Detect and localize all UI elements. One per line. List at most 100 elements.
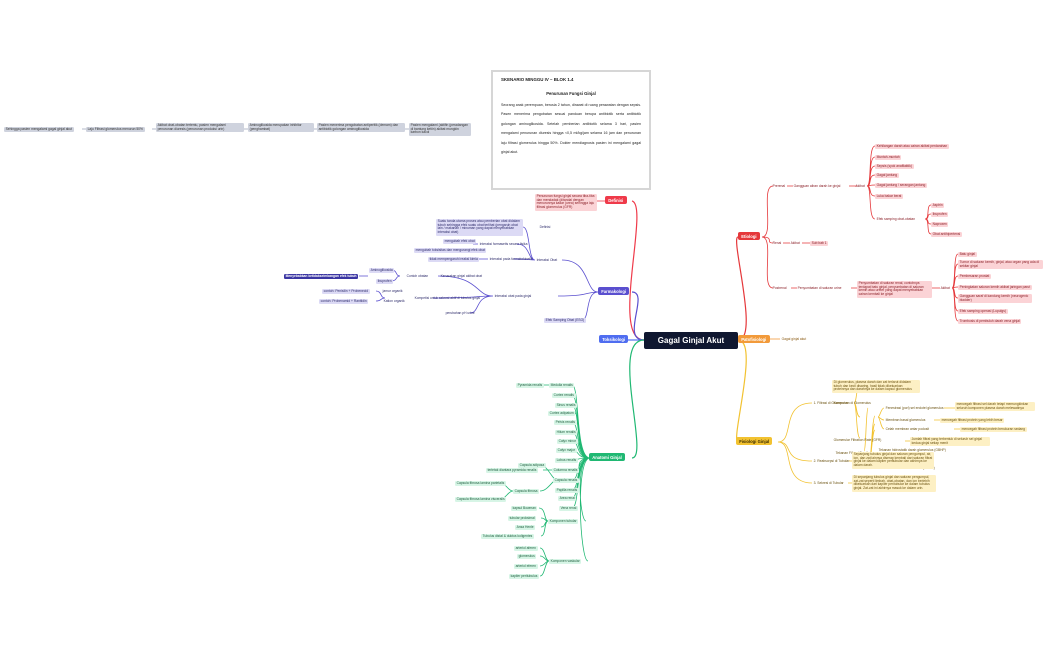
prerenal-item-6[interactable]: Luka bakar berat [875,193,903,200]
chain-node-2[interactable]: Pasien menerima pengobatan antiperitik (… [317,123,405,132]
efek-samping-eso[interactable]: Efek Samping Obat (ESO) [544,317,586,324]
komponen-desc-1[interactable]: mencegah filtrasi sel darah tetapi memun… [955,402,1035,411]
etiologi-prerenal-cause[interactable]: Gangguan aliran darah ke ginjal [793,183,841,188]
branch-farmakologi[interactable]: Farmakologi [598,287,630,296]
chain-node-6[interactable]: Sehingga pasien mengalami gagal ginjal a… [4,126,74,133]
chain-node-5[interactable]: Laju Filtrasi glomerulus menurun 50% [86,126,145,133]
kompetisi-jamur-organik[interactable]: jamur organik [382,288,403,293]
tubular-bowman[interactable]: kapsul Bowman [511,505,538,512]
branch-anatomi[interactable]: Anatomi Ginjal [589,453,625,462]
gfr-desc[interactable]: Jumlah filtrat yang terbentuk di seluruh… [910,437,990,446]
etiologi-prerenal[interactable]: Prerenal [772,183,786,188]
definisi-text[interactable]: Penurunan fungsi ginjal secara tiba-tiba… [535,194,597,211]
chain-node-3[interactable]: Aminoglikosida merupakan inhibitor (peng… [248,123,314,132]
branch-etiologi[interactable]: Etiologi [738,232,760,241]
komponen-desc-3[interactable]: mencegah filtrasi protein berukuran seda… [960,426,1027,433]
kompetisi-kation-organik[interactable]: Kation organik [383,298,405,303]
postrenal-item-4[interactable]: Peningkatan saluran kemih akibat jaringa… [958,284,1032,291]
postrenal-item-3[interactable]: Pembesaran prostat [958,273,991,280]
patofisiologi-text[interactable]: Gagal ginjal akut [781,336,807,341]
interaksi-ginjal[interactable]: Interaksi obat pada ginjal [494,293,532,298]
chain-node-4[interactable]: Akibat obat-obatan tertentu, pasien meng… [156,123,244,132]
anatomi-tubular[interactable]: Komponen tubular [548,518,579,525]
vaskular-glomerulus[interactable]: glomerulus [517,553,537,560]
fisiologi-filtrasi[interactable]: 1. Filtrasi di Glomerulus [813,400,849,405]
komponen-membran-basal[interactable]: Membran basal glomerulus [885,417,926,422]
efek-item-ibuprofen[interactable]: Ibuprofen [931,211,949,218]
contoh-ibuprofen[interactable]: Ibuprofen [376,278,394,285]
vaskular-peritubulus[interactable]: kapiler peritubulus [509,573,539,580]
central-topic[interactable]: Gagal Ginjal Akut [644,332,738,349]
efek-item-antihipertensi[interactable]: Obat antihipertensi [931,231,962,238]
efek-item-naproxen[interactable]: Naproxen [931,221,949,228]
fibrosa-parietalis[interactable]: Capsula fibrosa lamina parietalis [455,480,506,487]
etiologi-prerenal-akibat[interactable]: Akibat [855,183,865,188]
anatomi-medulla[interactable]: Medulla renalis [549,382,575,389]
branch-fisiologi[interactable]: Fisiologi Ginjal [736,437,773,446]
prerenal-item-3[interactable]: Sepsis (syok anafilaktik) [875,163,914,170]
tubular-proksimal[interactable]: tubular proksimal [508,515,537,522]
anatomi-columna-desc[interactable]: terletak diantara pyramida renalis [486,467,538,474]
prerenal-item-5[interactable]: Gagal jantung / serangan jantung [875,182,927,189]
etiologi-renal-akibat[interactable]: Akibat [790,240,800,245]
sekresi-desc[interactable]: Di sepanjang tubulus ginjal dan saluran … [852,475,936,492]
anatomi-pyramida[interactable]: Pyramida renalis [516,382,544,389]
branch-toksikologi[interactable]: Toksikologi [599,335,629,344]
anatomi-lobus[interactable]: Lobus renalis [555,457,578,464]
postrenal-desc[interactable]: Penyumbatan di saluran renal, contohnya … [857,281,932,298]
fisiologi-gfr[interactable]: Glomerular Filtration Rate (GFR) [833,437,882,442]
fisiologi-komponen[interactable]: Komponen di Glomerulus [833,400,871,405]
prerenal-item-4[interactable]: Gagal jantung [875,172,899,179]
anatomi-area-renal[interactable]: Area renal [558,495,577,502]
interaksi-fisika[interactable]: Interaksi farmasetis secara fisika [479,241,528,246]
branch-definisi[interactable]: Definisi [605,196,627,205]
kompetisi-sekresi[interactable]: Kompetisi untuk sekresi aktif di tubulus… [414,295,481,300]
kerusakan-ginjal[interactable]: Kerusakan ginjal akibat obat [440,273,483,278]
fisiologi-intro[interactable]: Di glomerulus, plasma darah dan zat terl… [832,380,920,393]
postrenal-item-2[interactable]: Tumor di saluran kemih, ginjal, atau org… [958,260,1043,269]
anatomi-sinus[interactable]: Sinus renalis [555,402,578,409]
prerenal-item-2[interactable]: Muntah-muntah [875,154,902,161]
etiologi-postrenal[interactable]: Postrenal [772,285,787,290]
branch-patofisiologi[interactable]: Patofisiologi [738,335,770,344]
anatomi-hilum[interactable]: Hilum renalis [555,429,578,436]
fibrosa-visceralis[interactable]: Capsula fibrosa lamina visceralis [455,496,507,503]
postrenal-item-5[interactable]: Gangguan saraf di kandung kemih (neuroge… [958,294,1032,303]
reabsorpsi-desc[interactable]: Sepanjang tubulus ginjal dan saluran pen… [852,451,934,469]
fisiologi-reabsorpsi[interactable]: 2. Reabsorpsi di Tubular [813,458,850,463]
etiologi-renal[interactable]: Renal [772,240,782,245]
anatomi-pelvis[interactable]: Pelvis renalis [554,419,577,426]
farmakologi-interaksi[interactable]: Interaksi Obat [536,257,558,262]
anatomi-calyx-minor[interactable]: Calyx minor [557,438,578,445]
vaskular-eferen[interactable]: arteriol eferen [514,563,538,570]
komponen-desc-2[interactable]: mencegah filtrasi protein yang lebih bes… [940,417,1005,424]
capsula-fibrosa[interactable]: Capsula fibrosa [513,488,540,495]
capsula-adiposa[interactable]: Capsula adiposa [518,462,546,469]
anatomi-cortex-adipatum[interactable]: Cortex adipatum [548,410,576,417]
tekanan-gbhp[interactable]: Tekanan hidrostatik darah glomerulus (GB… [878,447,946,452]
perubahan-ph-urine[interactable]: perubahan pH urine [445,310,475,315]
komponen-celah[interactable]: Celah membran antar podosit [885,426,930,431]
kompetisi-contoh-b[interactable]: contoh: Probenamid + Ranitidin [319,298,369,305]
fisiologi-sekresi[interactable]: 3. Sekresi di Tubular [813,480,844,485]
komponen-fenestrasi[interactable]: Fenestrasi (pori) sel endotel glomerulus [885,405,944,410]
prerenal-item-1[interactable]: Kehilangan darah atau cairan akibat perd… [875,143,949,150]
efek-samping-obat[interactable]: Efek samping obat-obatan [876,216,916,221]
interaksi-sub-1[interactable]: mengubah efek obat [443,238,477,245]
chain-node-1[interactable]: Pasien mengalami (aktifin (peradangan di… [409,123,471,136]
farmakologi-definisi[interactable]: Definisi [539,224,551,229]
anatomi-papilla[interactable]: Papilla renalis [555,487,579,494]
efek-item-aspirin[interactable]: Aspirin [931,202,945,209]
farmakologi-definisi-text[interactable]: Suatu tanda utama proses atau pemberian … [436,219,523,236]
postrenal-cause[interactable]: Penyumbatan di saluran urine [797,285,842,290]
etiologi-renal-result[interactable]: Sub bab 1 [810,240,829,247]
interaksi-farmakokinetik[interactable]: Interaksi pada farmakokinetik [489,256,533,261]
postrenal-item-7[interactable]: Trombosis di pembuluh darah vena ginjal [958,318,1022,325]
anatomi-calyx-major[interactable]: Calyx major [556,447,577,454]
tubular-ansa-henle[interactable]: Ansa Henle [515,524,536,531]
anatomi-capsula[interactable]: Capsula renalis [553,477,579,484]
vaskular-aferen[interactable]: arteriol aferen [514,545,538,552]
contoh-aminoglikosida[interactable]: Aminoglikosida [369,267,395,274]
interaksi-sub-3[interactable]: tidak mempengaruhi reaksi kimia [428,256,480,263]
interaksi-sub-2[interactable]: mengubah toksisitas dan mengurangi efek … [414,247,487,254]
